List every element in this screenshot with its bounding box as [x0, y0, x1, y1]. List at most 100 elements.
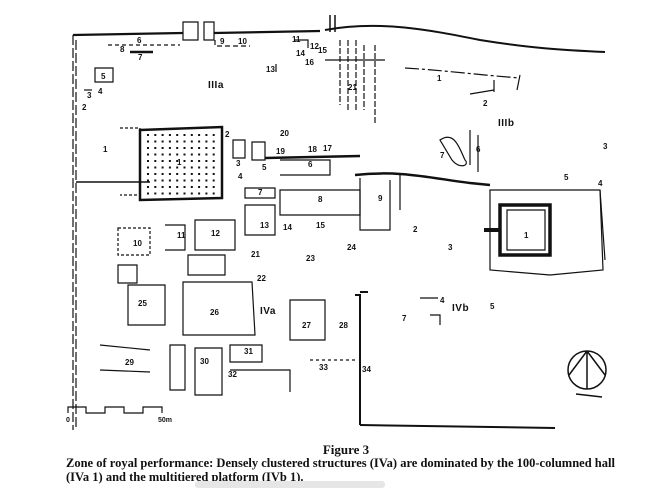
figure-caption: Zone of royal performance: Densely clust…: [66, 456, 615, 484]
label-IIIa-15: 15: [318, 46, 327, 55]
hall-column: [168, 140, 171, 143]
hall-column: [168, 173, 171, 175]
site-plan-map: IIIa IIIb IVa IVb 1 2 3 4 5 6 7 8 9 10 1…: [66, 15, 608, 430]
hall-column: [147, 147, 149, 149]
hall-column: [154, 147, 157, 149]
label-IIIb-2: 2: [483, 99, 488, 108]
hall-column: [198, 140, 201, 143]
label-IVa-25: 25: [138, 299, 147, 308]
hall-column: [147, 166, 149, 169]
hall-column: [212, 160, 215, 162]
hall-column: [183, 160, 186, 162]
label-IIIa-16: 16: [305, 58, 314, 67]
label-IIIa-8: 8: [120, 45, 125, 54]
scale-start-label: 0: [66, 417, 70, 424]
hall-column: [161, 153, 164, 156]
hall-column: [198, 134, 201, 136]
hall-column: [176, 166, 179, 169]
hall-column: [190, 134, 193, 136]
hall-column: [147, 173, 149, 175]
label-IVa-21: 21: [251, 250, 260, 259]
label-IVa-12: 12: [211, 229, 220, 238]
hall-column: [190, 147, 193, 149]
label-IIIa-9: 9: [220, 37, 225, 46]
hall-column: [205, 160, 208, 162]
hall-column: [147, 134, 149, 136]
hall-column: [205, 134, 208, 136]
label-IVa-6: 6: [308, 160, 313, 169]
label-IVa-26: 26: [210, 308, 219, 317]
hall-column: [198, 179, 201, 182]
hall-column: [176, 140, 179, 143]
label-IIIb-3: 3: [603, 142, 608, 151]
labels-IIIa: 1 2 3 4 5 6 7 8 9 10 11 12 13 14 15 16 2…: [82, 35, 357, 154]
hall-column: [198, 186, 201, 188]
label-IVa-4: 4: [238, 172, 243, 181]
hall-column: [198, 147, 201, 149]
label-IVa-17: 17: [323, 144, 332, 153]
hall-column: [147, 179, 149, 182]
hall-column: [176, 179, 179, 182]
hall-column: [161, 179, 164, 182]
hall-column: [168, 147, 171, 149]
hall-column: [212, 166, 215, 169]
hall-column: [198, 153, 201, 156]
hall-column: [147, 192, 149, 195]
label-IVa-24: 24: [347, 243, 356, 252]
hall-column: [205, 173, 208, 175]
hall-column: [190, 153, 193, 156]
label-IVa-32: 32: [228, 370, 237, 379]
hall-column: [154, 140, 157, 143]
hall-column: [183, 179, 186, 182]
hall-column: [190, 173, 193, 175]
labels-IVa: 1 2 3 4 5 6 7 8 9 10 11 12 13 14 15 17 1…: [125, 129, 383, 379]
hall-column: [212, 153, 215, 156]
hall-column: [168, 179, 171, 182]
label-IIIb-6: 6: [476, 145, 481, 154]
label-IIIb-1: 1: [437, 74, 442, 83]
label-IVa-34: 34: [362, 365, 371, 374]
hall-column: [147, 186, 149, 188]
hall-column: [147, 140, 149, 143]
hall-column: [183, 173, 186, 175]
hall-column: [183, 186, 186, 188]
label-IVa-11: 11: [177, 231, 186, 240]
labels-IIIb: 1 2 3 4 5 6 7: [437, 74, 608, 188]
hall-column: [190, 140, 193, 143]
label-IVa-22: 22: [257, 274, 266, 283]
hall-column: [161, 160, 164, 162]
hall-column: [168, 166, 171, 169]
label-IVa-28: 28: [339, 321, 348, 330]
hall-column: [190, 160, 193, 162]
zone-label-IVa: IVa: [260, 306, 276, 317]
hall-column: [176, 160, 179, 162]
hall-column: [168, 153, 171, 156]
hall-column: [168, 192, 171, 195]
hall-column: [183, 147, 186, 149]
label-IIIa-14: 14: [296, 49, 305, 58]
hall-column: [168, 160, 171, 162]
label-IVb-3: 3: [448, 243, 453, 252]
hall-column: [212, 147, 215, 149]
scale-bar: [67, 406, 163, 414]
label-IIIa-1: 1: [103, 145, 108, 154]
label-IIIa-11: 11: [292, 35, 301, 44]
label-IVa-29: 29: [125, 358, 134, 367]
scroll-shadow: [195, 481, 385, 488]
label-IIIa-12: 12: [310, 42, 319, 51]
label-IVa-1: 1: [177, 158, 182, 167]
label-IVa-31: 31: [244, 347, 253, 356]
hall-column: [205, 153, 208, 156]
label-IIIa-6: 6: [137, 36, 142, 45]
hall-column: [161, 173, 164, 175]
hall-column: [161, 134, 164, 136]
label-IVa-23: 23: [306, 254, 315, 263]
hall-column: [212, 186, 215, 188]
hall-column: [154, 166, 157, 169]
label-IVa-13: 13: [260, 221, 269, 230]
label-IVa-3: 3: [236, 159, 241, 168]
label-IIIa-13: 13: [266, 65, 275, 74]
hall-column: [168, 134, 171, 136]
label-IVa-14: 14: [283, 223, 292, 232]
hall-column: [176, 186, 179, 188]
